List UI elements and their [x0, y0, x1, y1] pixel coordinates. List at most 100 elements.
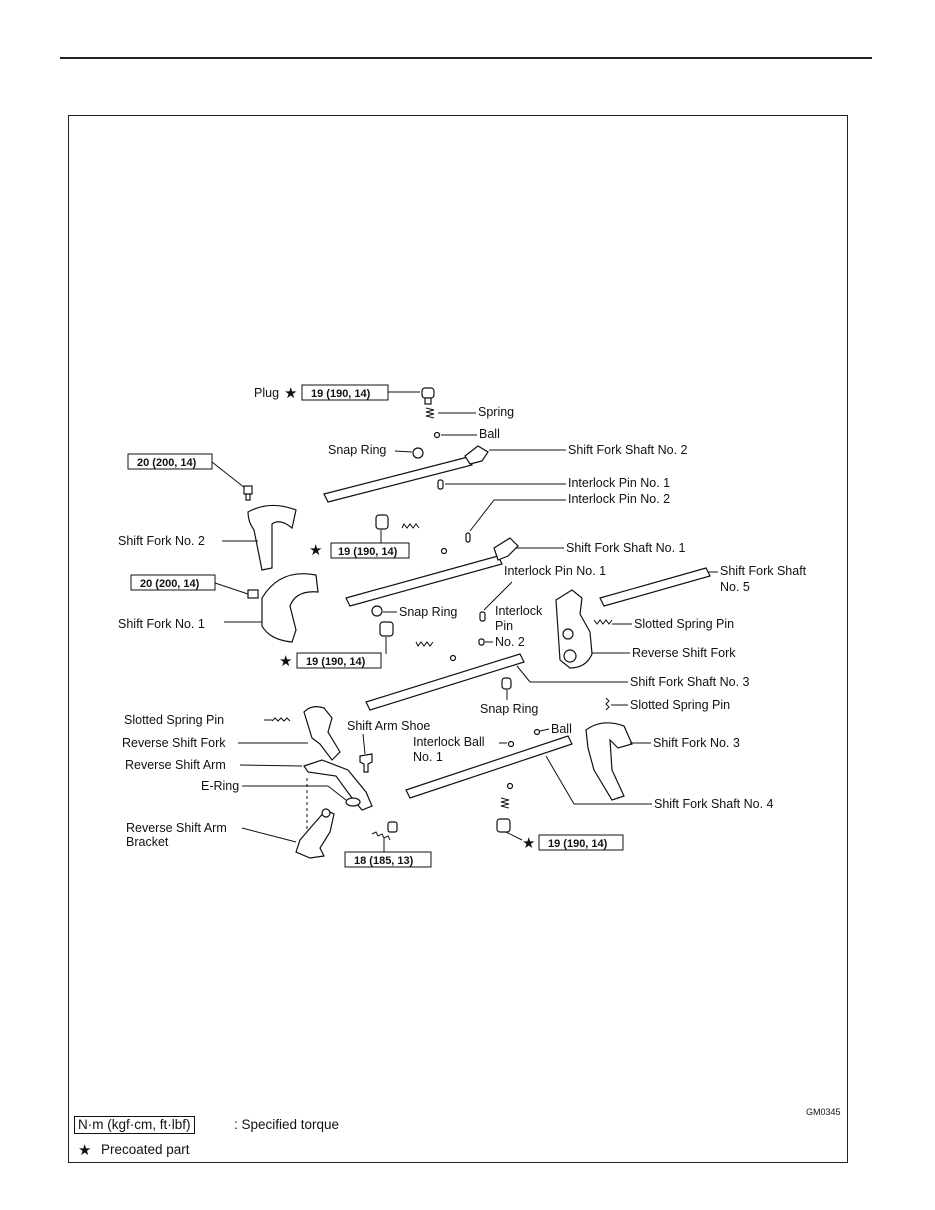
- spring-label: Spring: [478, 405, 514, 419]
- shift-fork-shaft-5-part: [599, 567, 711, 607]
- interlock-pin-1-mid-label: Interlock Pin No. 1: [504, 564, 606, 578]
- shift-fork-1-label: Shift Fork No. 1: [118, 617, 205, 631]
- plug-mid-upper-part: [375, 514, 389, 530]
- torque-fork1-text: 20 (200, 14): [140, 578, 200, 590]
- interlock-pin-2-top-label: Interlock Pin No. 2: [568, 492, 670, 506]
- shift-arm-shoe-part: [359, 753, 373, 773]
- snap-ring-top-label: Snap Ring: [328, 443, 386, 457]
- torque-box-fork1: [130, 574, 216, 591]
- shift-fork-1-part: [261, 573, 319, 643]
- torque-plug-text: 19 (190, 14): [311, 388, 371, 400]
- torque-box-mid-upper: [330, 542, 410, 559]
- plug-part: [421, 387, 435, 405]
- figure-code: GM0345: [806, 1107, 841, 1117]
- reverse-shift-arm-part: [303, 759, 373, 811]
- torque-bottom-text: 19 (190, 14): [548, 838, 608, 850]
- slotted-spring-pin-right2-part: [605, 697, 610, 711]
- shift-fork-shaft-2-label: Shift Fork Shaft No. 2: [568, 443, 688, 457]
- snap-ring-low-label: Snap Ring: [480, 702, 538, 716]
- snap-ring-low-part: [501, 677, 512, 690]
- torque-mid-upper-text: 19 (190, 14): [338, 546, 398, 558]
- torque-box-mid-lower: [296, 652, 382, 669]
- precoated-star-icon-2: ★: [309, 542, 322, 559]
- torque-mid-lower-text: 19 (190, 14): [306, 656, 366, 668]
- reverse-shift-fork-left-label: Reverse Shift Fork: [122, 736, 226, 750]
- legend-torque-unit-box: N·m (kgf·cm, ft·lbf): [74, 1116, 195, 1134]
- snap-ring-top-part: [412, 447, 424, 459]
- slotted-spring-pin-left-label: Slotted Spring Pin: [124, 713, 224, 727]
- interlock-pin-label-c: No. 2: [495, 635, 525, 649]
- snap-ring-mid-label: Snap Ring: [399, 605, 457, 619]
- interlock-pin-2-mid-part: [478, 638, 485, 646]
- spring-mid-lower-part: [415, 641, 434, 647]
- shift-fork-shaft-4-part: [405, 735, 573, 799]
- bracket-bolt-part: [371, 821, 398, 841]
- torque-box-bracket: [344, 851, 432, 868]
- interlock-pin-1-mid-part: [479, 611, 486, 622]
- torque-box-fork2: [127, 453, 213, 470]
- interlock-ball-label-b: No. 1: [413, 750, 443, 764]
- interlock-pin-2-top-part: [465, 532, 471, 543]
- torque-fork2-text: 20 (200, 14): [137, 457, 197, 469]
- interlock-pin-label-b: Pin: [495, 619, 513, 633]
- shift-fork-shaft-5-label-a: Shift Fork Shaft: [720, 564, 807, 578]
- precoated-star-icon: ★: [284, 385, 297, 402]
- e-ring-label: E-Ring: [201, 779, 239, 793]
- shift-fork-shaft-5-label-b: No. 5: [720, 580, 750, 594]
- interlock-ball-1-part: [507, 740, 515, 748]
- precoated-star-icon-3: ★: [279, 653, 292, 670]
- top-rule: [60, 57, 872, 59]
- legend-star-desc: Precoated part: [101, 1142, 190, 1157]
- shift-fork-2-part: [247, 504, 297, 571]
- shift-arm-shoe-label: Shift Arm Shoe: [347, 719, 430, 733]
- ball-low-label: Ball: [551, 722, 572, 736]
- reverse-shift-fork-right-label: Reverse Shift Fork: [632, 646, 736, 660]
- reverse-shift-arm-bracket-part: [295, 808, 335, 859]
- shift-fork-1-bolt-part: [247, 589, 259, 599]
- ball-mid-lower-part: [449, 654, 457, 662]
- interlock-pin-1-top-part: [437, 479, 444, 490]
- diagram-frame: [68, 115, 848, 1163]
- ball-label: Ball: [479, 427, 500, 441]
- slotted-spring-pin-right-part: [593, 619, 613, 625]
- shift-fork-shaft-1-label: Shift Fork Shaft No. 1: [566, 541, 686, 555]
- interlock-pin-1-top-label: Interlock Pin No. 1: [568, 476, 670, 490]
- plug-mid-lower-part: [379, 621, 394, 637]
- torque-box-bottom: [538, 834, 624, 851]
- shift-fork-2-label: Shift Fork No. 2: [118, 534, 205, 548]
- ball-shaft4-part: [506, 782, 514, 790]
- ball-mid-upper-part: [440, 547, 448, 555]
- spring-bottom-part: [500, 797, 510, 809]
- reverse-shift-arm-bracket-label-a: Reverse Shift Arm: [126, 821, 227, 835]
- shift-fork-3-part: [585, 722, 633, 801]
- shift-fork-shaft-3-label: Shift Fork Shaft No. 3: [630, 675, 750, 689]
- slotted-spring-pin-right-label: Slotted Spring Pin: [634, 617, 734, 631]
- shift-fork-shaft-4-label: Shift Fork Shaft No. 4: [654, 797, 774, 811]
- precoated-star-icon-4: ★: [522, 835, 535, 852]
- reverse-shift-arm-bracket-label-b: Bracket: [126, 835, 169, 849]
- plug-bottom-part: [496, 818, 511, 833]
- reverse-shift-fork-left-part: [303, 706, 341, 761]
- shift-fork-2-bolt-part: [243, 485, 253, 501]
- slotted-spring-pin-left-part: [271, 717, 291, 722]
- slotted-spring-pin-right2-label: Slotted Spring Pin: [630, 698, 730, 712]
- legend-star-icon: ★: [78, 1142, 92, 1159]
- torque-bracket-text: 18 (185, 13): [354, 855, 414, 867]
- legend-torque-desc: : Specified torque: [234, 1117, 340, 1132]
- spring-mid-upper-part: [401, 523, 420, 529]
- e-ring-part: [345, 797, 361, 807]
- plug-label: Plug: [254, 386, 279, 400]
- shift-fork-shaft-3-part: [365, 653, 525, 711]
- reverse-shift-arm-label: Reverse Shift Arm: [125, 758, 226, 772]
- shift-fork-shaft-1-part: [345, 537, 519, 607]
- interlock-ball-label-a: Interlock Ball: [413, 735, 485, 749]
- ball-part: [433, 431, 441, 439]
- snap-ring-mid-part: [371, 605, 383, 617]
- spring-part: [425, 407, 435, 419]
- shift-fork-3-label: Shift Fork No. 3: [653, 736, 740, 750]
- ball-low-part: [533, 728, 541, 736]
- shift-fork-shaft-2-part: [323, 445, 489, 503]
- reverse-shift-fork-right-part: [555, 589, 593, 669]
- interlock-pin-label-a: Interlock: [495, 604, 543, 618]
